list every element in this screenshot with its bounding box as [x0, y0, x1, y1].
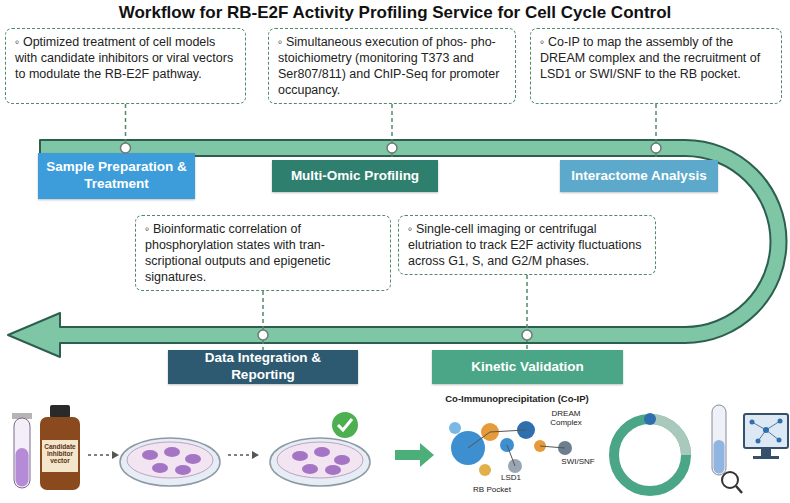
- stage-label: Data Integration & Reporting: [176, 350, 350, 384]
- stage-label: Sample Preparation & Treatment: [46, 159, 187, 193]
- stage-text-wrap: Kinetic Validation: [471, 359, 584, 376]
- stage-text-wrap: Interactome Analysis: [571, 168, 706, 185]
- connector-line: [526, 275, 528, 350]
- illustration-label: LSD1: [496, 474, 526, 483]
- stage-box: Data Integration & Reporting: [168, 350, 358, 384]
- connector-dot: [651, 143, 661, 153]
- connector-dot: [121, 143, 131, 153]
- illustration-label: Co-Immunoprecipitation (Co-IP): [432, 394, 602, 404]
- step-note-text: ◦ Simultaneous execution of phos- pho-st…: [278, 34, 506, 98]
- connector-line: [391, 104, 393, 160]
- illustration-label: Candidate inhibitor vector: [42, 443, 78, 464]
- stage-box: Sample Preparation & Treatment: [38, 153, 195, 199]
- dashed-connector: [522, 275, 532, 350]
- dashed-connector: [258, 291, 268, 350]
- stage-box: Kinetic Validation: [432, 350, 623, 384]
- connector-dot: [387, 143, 397, 153]
- step-note-box: ◦ Single-cell imaging or centrifugal elu…: [398, 215, 656, 275]
- connector-line: [262, 291, 264, 350]
- step-note-text: ◦ Optimized treatment of cell models wit…: [15, 34, 236, 82]
- connector-line: [655, 104, 657, 160]
- dashed-connector: [121, 104, 131, 153]
- diagram-title: Workflow for RB-E2F Activity Profiling S…: [0, 3, 790, 23]
- connector-line: [125, 104, 127, 153]
- dashed-connector: [387, 104, 397, 160]
- step-note-text: ◦ Co-IP to map the assembly of the DREAM…: [540, 34, 772, 82]
- dashed-connector: [651, 104, 661, 160]
- stage-label: Multi-Omic Profiling: [291, 168, 419, 185]
- stage-box: Multi-Omic Profiling: [272, 160, 438, 192]
- stage-label: Interactome Analysis: [571, 168, 706, 185]
- step-note-text: ◦ Bioinformatic correlation of phosphory…: [145, 221, 381, 285]
- stage-text-wrap: Data Integration & Reporting: [176, 350, 350, 384]
- connector-dot: [522, 330, 532, 340]
- illustration-label: RB Pocket: [462, 486, 522, 495]
- illustration-label: DREAM Complex: [540, 410, 592, 428]
- stage-text-wrap: Sample Preparation & Treatment: [46, 159, 187, 193]
- connector-dot: [258, 330, 268, 340]
- step-note-box: ◦ Bioinformatic correlation of phosphory…: [135, 215, 391, 291]
- stage-label: Kinetic Validation: [471, 359, 584, 376]
- step-note-text: ◦ Single-cell imaging or centrifugal elu…: [408, 221, 646, 269]
- stage-text-wrap: Multi-Omic Profiling: [291, 168, 419, 185]
- step-note-box: ◦ Simultaneous execution of phos- pho-st…: [268, 28, 516, 104]
- illustration-label: SWI/SNF: [556, 458, 600, 467]
- step-note-box: ◦ Co-IP to map the assembly of the DREAM…: [530, 28, 782, 104]
- stage-box: Interactome Analysis: [560, 160, 718, 192]
- step-note-box: ◦ Optimized treatment of cell models wit…: [5, 28, 246, 104]
